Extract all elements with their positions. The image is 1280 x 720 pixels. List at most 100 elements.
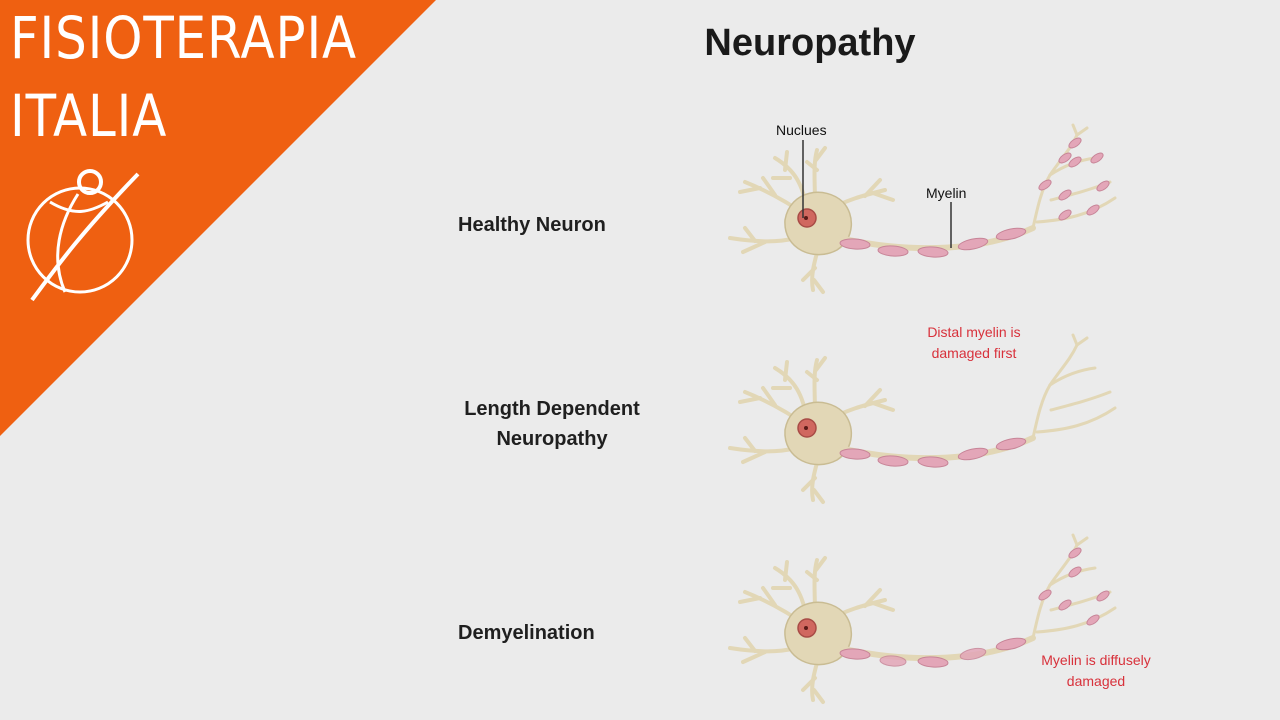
myelin-segment-distal: [1068, 137, 1082, 149]
dendrite: [761, 386, 777, 407]
dendrite: [812, 278, 825, 294]
myelin-segment: [917, 656, 949, 668]
physio-figure-icon: [26, 169, 140, 302]
distal-damage-line1: Distal myelin is: [927, 324, 1021, 340]
axon-terminal: [1048, 343, 1079, 387]
label-length-dependent: Length Dependent Neuropathy: [452, 394, 652, 454]
nucleolus: [804, 426, 808, 430]
nucleus-pointer: [802, 140, 804, 218]
dendrite: [863, 178, 882, 198]
diffuse-damage-line1: Myelin is diffusely: [1041, 652, 1151, 668]
dendrite: [741, 450, 767, 464]
myelin-segment-distal: [1068, 156, 1082, 168]
dendrite: [741, 650, 767, 664]
dendrite: [805, 570, 819, 582]
dendrite: [812, 688, 825, 704]
nucleolus: [804, 216, 808, 220]
axon-terminal: [1035, 196, 1117, 224]
myelin-segment-distal: [1096, 590, 1110, 602]
brand-name-line2: ITALIA: [10, 82, 168, 150]
dendrite: [812, 488, 825, 504]
myelin-segment-distal: [1038, 179, 1052, 191]
myelin-segment: [879, 655, 907, 667]
myelin-segment: [917, 246, 949, 258]
dendrite: [871, 601, 895, 612]
dendrite: [871, 401, 895, 412]
myelin-segment-distal: [1090, 152, 1104, 164]
label-demyelination: Demyelination: [458, 622, 595, 644]
myelin-segment: [839, 448, 871, 460]
distal-damage-line2: damaged first: [931, 345, 1017, 361]
myelin-segment: [917, 456, 949, 468]
myelin-segment-distal: [1058, 152, 1072, 164]
dendrite: [801, 476, 817, 492]
axon-terminal: [1031, 173, 1052, 230]
axon-terminal: [1031, 583, 1052, 640]
myelin-segment: [959, 647, 987, 661]
myelin-segment-distal: [1086, 204, 1100, 216]
dendrite: [805, 370, 819, 382]
page-title: Neuropathy: [704, 22, 916, 64]
cell-body: [784, 191, 852, 256]
axon-terminal: [1035, 406, 1117, 434]
neuron-healthy: [728, 123, 1117, 294]
axon-terminal: [1075, 336, 1089, 347]
label-length-dependent-line1: Length Dependent: [464, 398, 640, 420]
axon-terminal: [1035, 606, 1117, 634]
myelin-segment-distal: [1086, 614, 1100, 626]
myelin-pointer: [950, 202, 952, 248]
dendrite: [743, 436, 757, 453]
myelin-segment: [957, 447, 989, 461]
dendrite: [814, 556, 827, 572]
myelin-segment-distal: [1058, 209, 1072, 221]
dendrite: [805, 160, 819, 172]
brand-name-line1: FISIOTERAPIA: [10, 4, 358, 72]
myelin-segment-distal: [1068, 566, 1082, 578]
dendrite: [738, 186, 762, 194]
dendrite: [801, 676, 817, 692]
dendrite: [743, 636, 757, 653]
myelin-segment: [839, 648, 871, 660]
myelin-segment-distal: [1058, 189, 1072, 201]
axon-terminal: [1071, 533, 1079, 547]
neuron-length-dependent: [728, 333, 1117, 504]
nucleus-label: Nuclues: [776, 122, 827, 138]
axon-terminal: [1075, 536, 1089, 547]
dendrite: [863, 388, 882, 408]
myelin-segment: [995, 637, 1027, 651]
dendrite: [743, 226, 757, 243]
myelin-segment: [957, 237, 989, 251]
axon-terminal: [1071, 123, 1079, 137]
myelin-segment: [839, 238, 871, 250]
cell-body: [784, 401, 852, 466]
axon-terminal: [1049, 390, 1112, 412]
nucleolus: [804, 626, 808, 630]
neuron-demyelination: [728, 533, 1117, 704]
label-length-dependent-line2: Neuropathy: [496, 428, 608, 450]
dendrite: [871, 191, 895, 202]
dendrite: [738, 596, 762, 604]
dendrite: [783, 150, 789, 172]
myelin-segment-distal: [1068, 547, 1082, 559]
dendrite: [761, 176, 777, 197]
dendrite: [741, 240, 767, 254]
label-healthy-neuron: Healthy Neuron: [458, 214, 606, 236]
myelin-segment: [877, 455, 909, 467]
axon-terminal: [1031, 383, 1052, 440]
dendrite: [738, 396, 762, 404]
dendrite: [814, 356, 827, 372]
myelin-segment: [995, 437, 1027, 451]
myelin-label: Myelin: [926, 185, 967, 201]
myelin-segment-distal: [1096, 180, 1110, 192]
axon-terminal: [1071, 333, 1079, 347]
myelin-segment: [995, 227, 1027, 241]
myelin-segment: [877, 245, 909, 257]
axon-terminal: [1048, 366, 1097, 387]
cell-body: [784, 601, 852, 666]
myelin-segment-distal: [1058, 599, 1072, 611]
dendrite: [801, 266, 817, 282]
distal-damage-note: Distal myelin is damaged first: [912, 322, 1036, 364]
brand-banner: [0, 0, 436, 436]
dendrite: [863, 588, 882, 608]
diffuse-damage-line2: damaged: [1066, 673, 1126, 689]
